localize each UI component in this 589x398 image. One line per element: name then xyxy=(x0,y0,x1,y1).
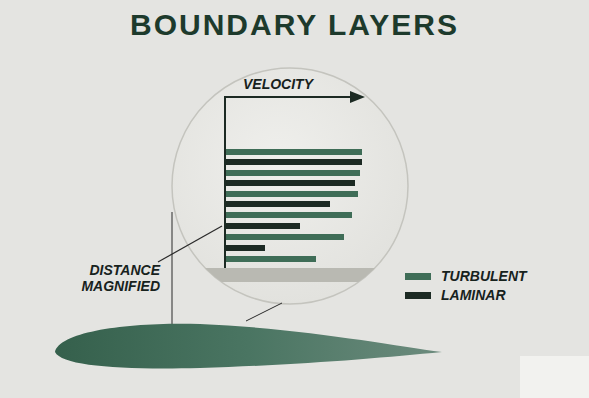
arrowhead xyxy=(350,91,365,103)
leader-line xyxy=(158,226,222,262)
surface xyxy=(170,268,410,282)
legend-entry: LAMINAR xyxy=(405,287,506,303)
airfoil xyxy=(55,324,442,369)
leader-line xyxy=(172,212,173,325)
legend-entry: TURBULENT xyxy=(405,268,527,284)
leader-line xyxy=(246,303,282,321)
legend-swatch xyxy=(405,273,431,280)
distance-axis xyxy=(224,96,226,268)
title: BOUNDARY LAYERS xyxy=(0,8,589,42)
velocity-bars xyxy=(226,149,362,262)
callout-label: DISTANCE MAGNIFIED xyxy=(40,262,160,294)
legend-swatch xyxy=(405,292,431,299)
axis-label: VELOCITY xyxy=(243,76,313,92)
legend-text: LAMINAR xyxy=(441,287,506,303)
logo-patch xyxy=(520,356,589,398)
velocity-axis xyxy=(225,96,352,98)
legend-text: TURBULENT xyxy=(441,268,527,284)
